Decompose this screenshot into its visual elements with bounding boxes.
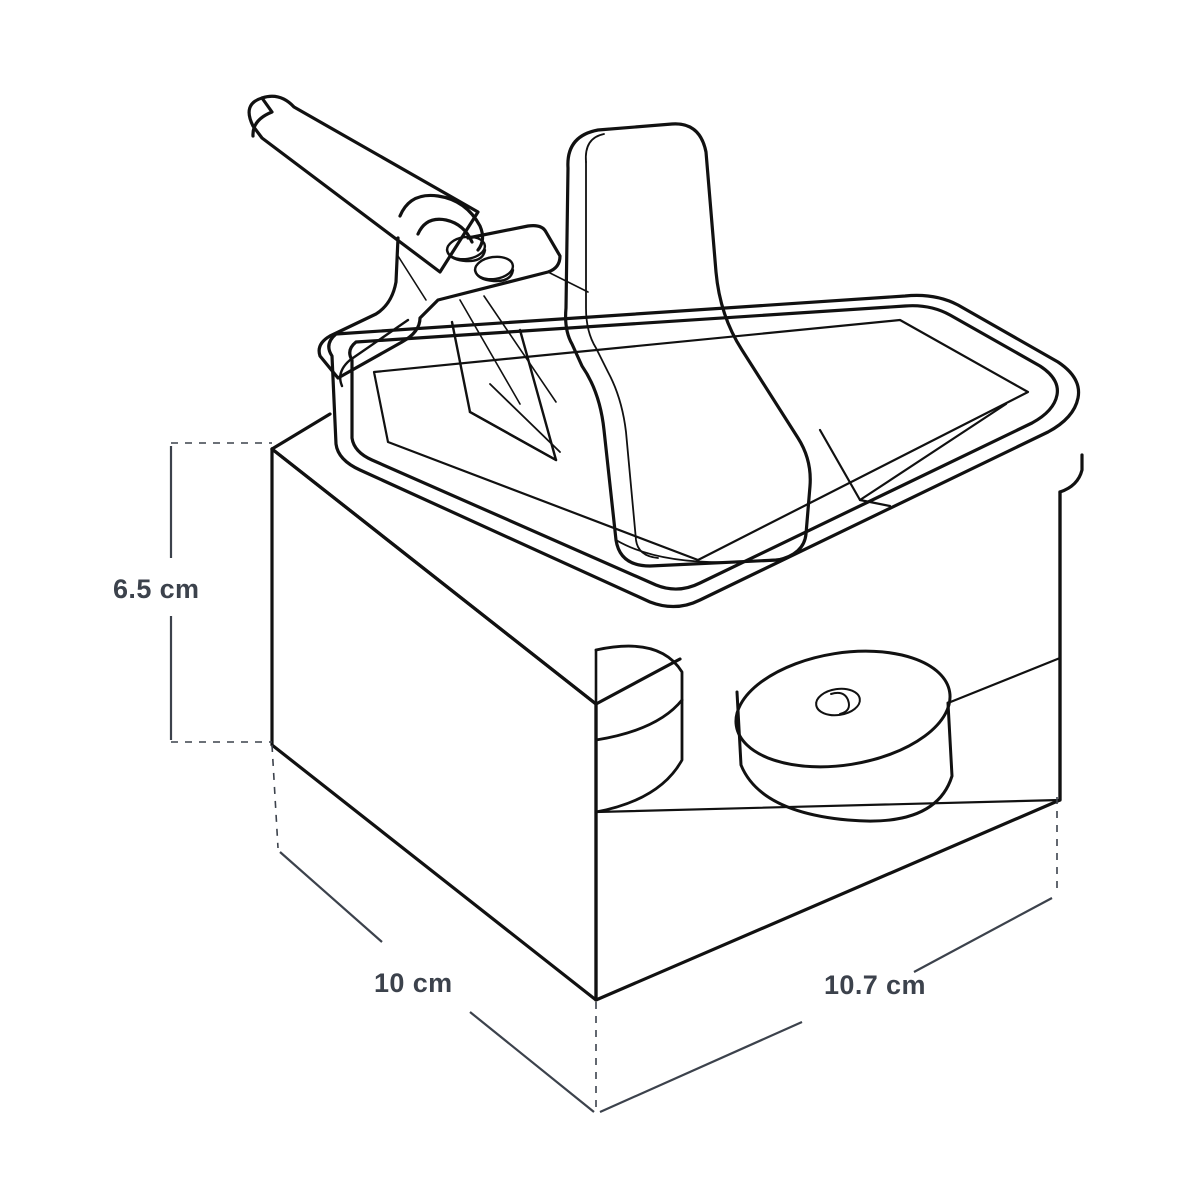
round-tin-right bbox=[734, 649, 954, 823]
tray-right-divider bbox=[818, 402, 1008, 508]
dimension-label-height: 6.5 cm bbox=[113, 574, 200, 604]
box-top-rim bbox=[270, 412, 1084, 706]
bottle bbox=[564, 122, 812, 568]
molded-insert-tray bbox=[327, 293, 1081, 609]
dimension-height bbox=[169, 442, 272, 743]
outer-box bbox=[270, 447, 1062, 1002]
dimension-label-width: 10.7 cm bbox=[824, 970, 926, 1000]
handheld-device bbox=[247, 94, 589, 405]
dimension-label-depth: 10 cm bbox=[374, 968, 453, 998]
dimension-width bbox=[599, 797, 1058, 1114]
box-inner-floor bbox=[594, 656, 1062, 814]
control-buttons bbox=[445, 235, 515, 283]
round-tin-left bbox=[594, 644, 684, 814]
tray-left-notch bbox=[339, 318, 561, 462]
dimension-depth bbox=[271, 744, 597, 1113]
tin-wick bbox=[815, 687, 861, 717]
